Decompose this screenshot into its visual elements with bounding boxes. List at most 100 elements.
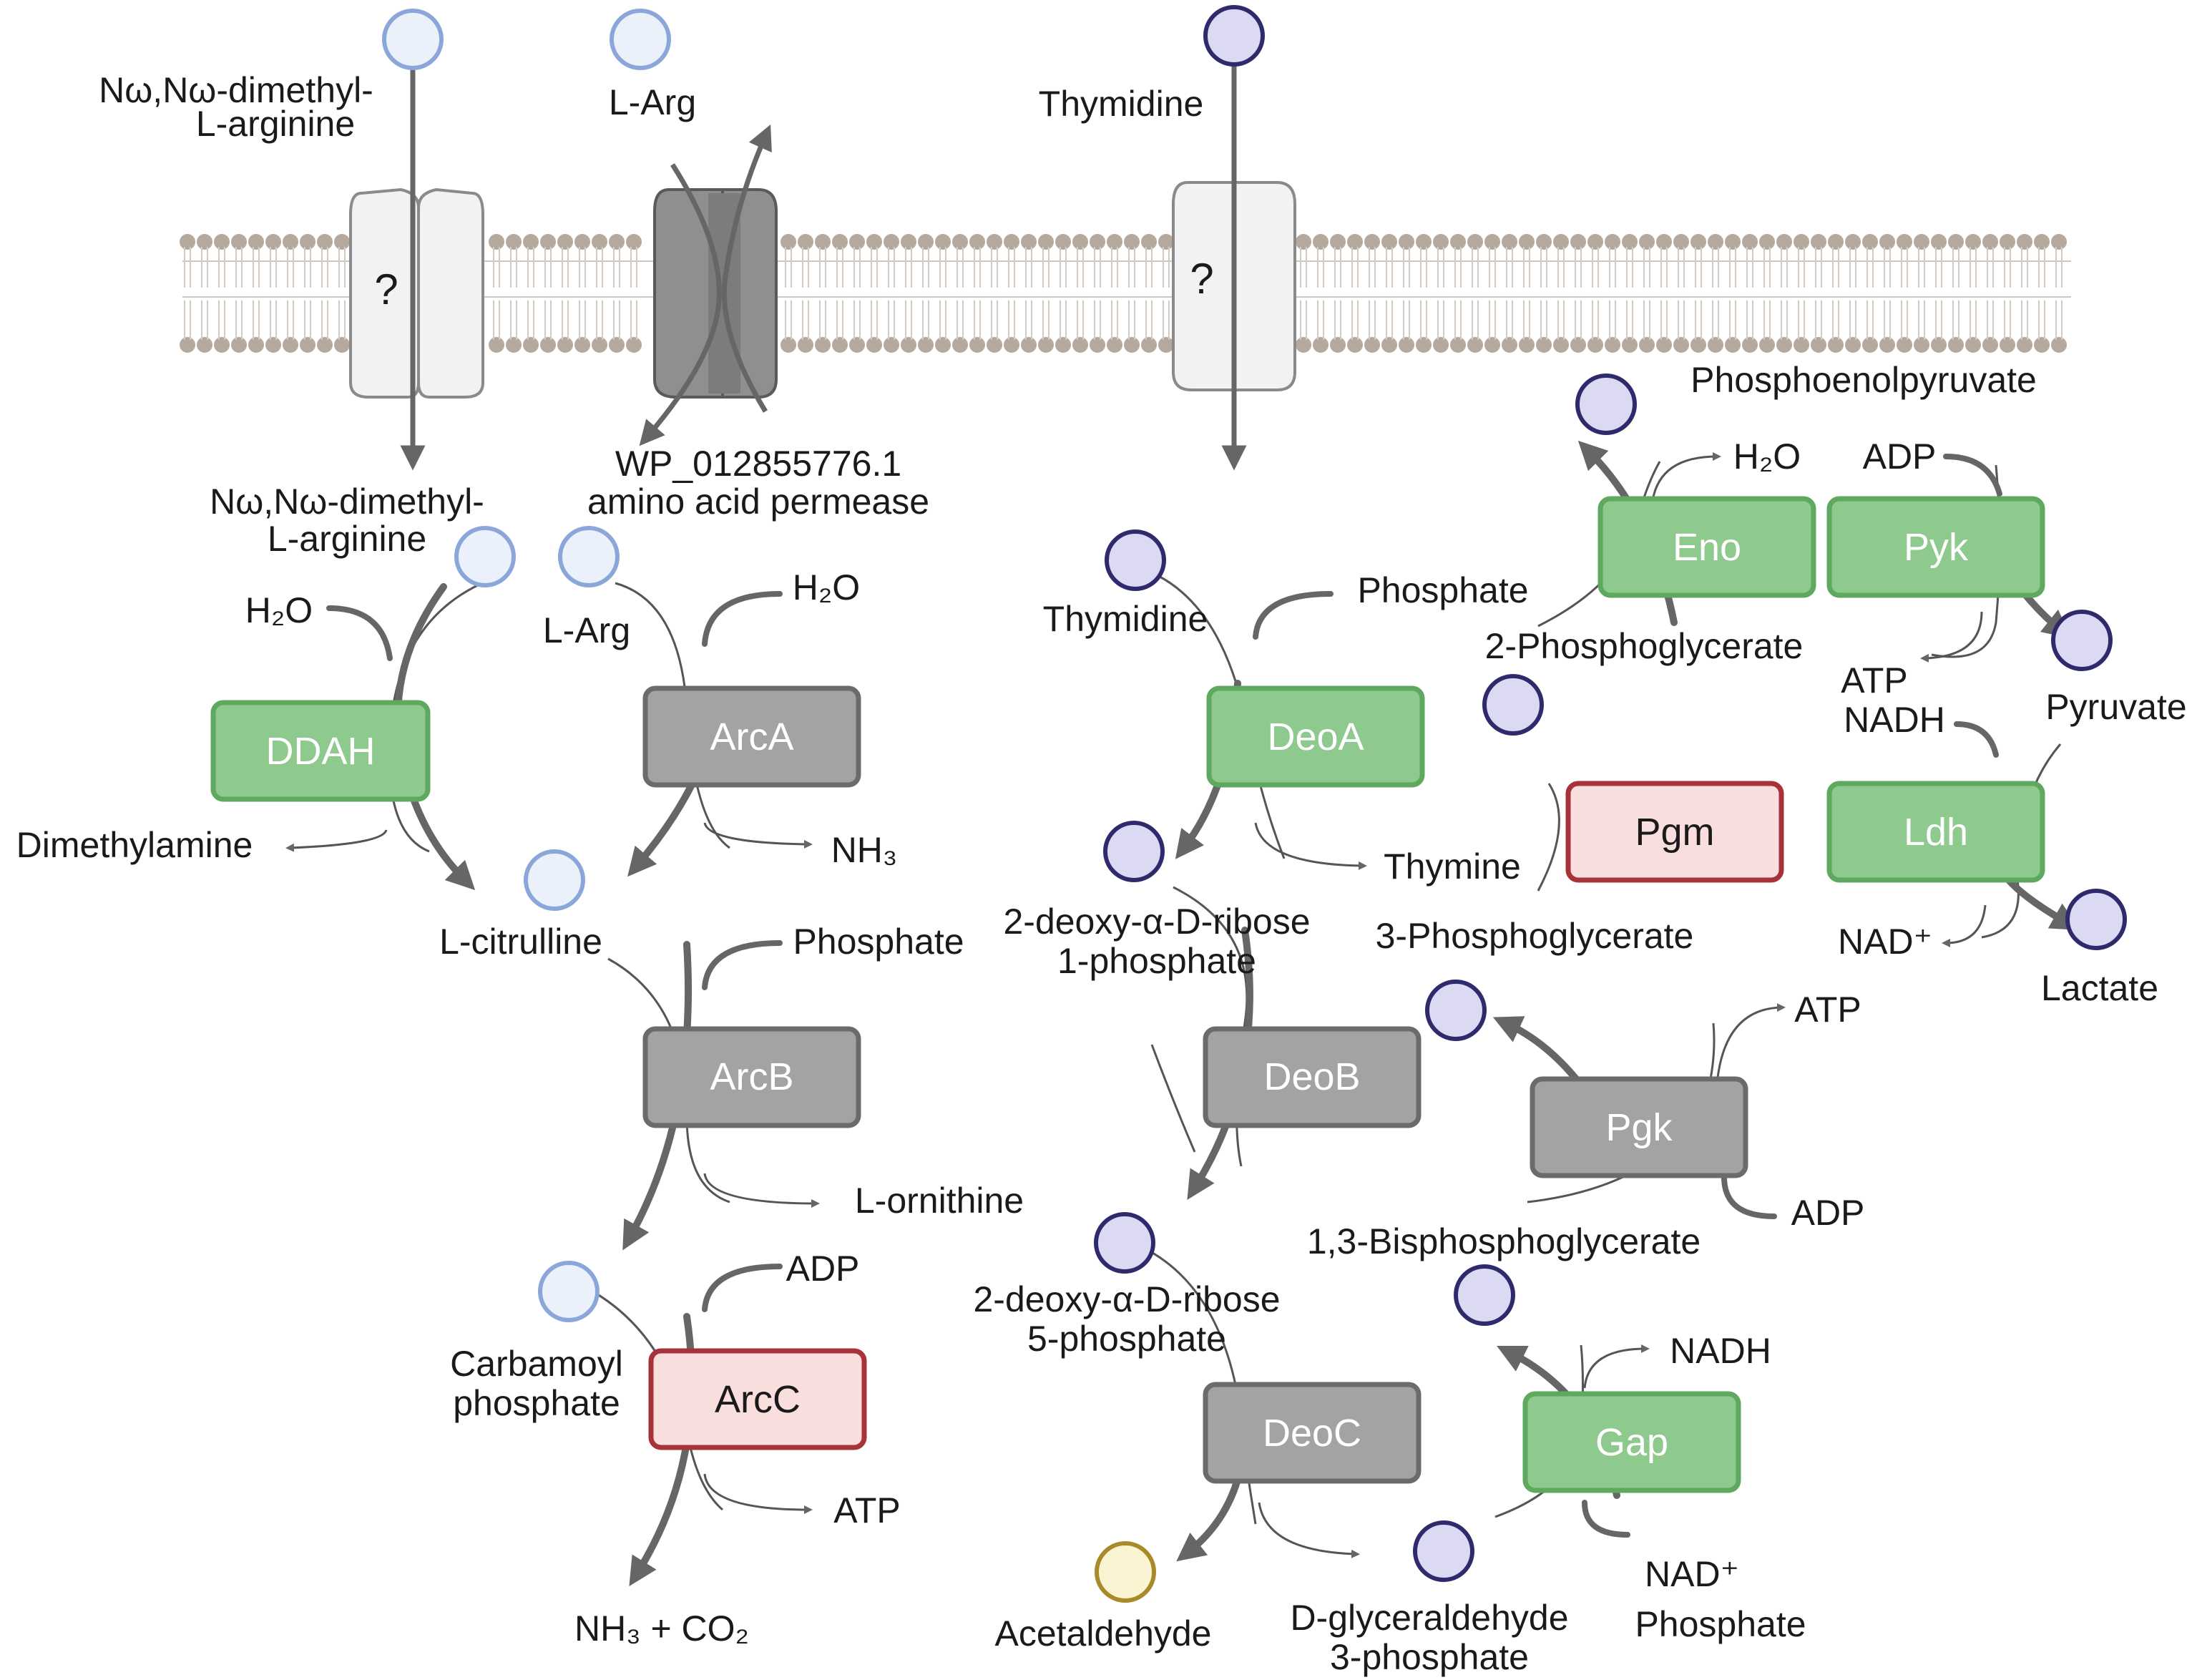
metabolite-dma-out — [382, 9, 444, 70]
lipid-head — [523, 234, 539, 250]
lipid-head — [1399, 337, 1414, 353]
label-r5p-line1: 2-deoxy-α-D-ribose — [973, 1279, 1280, 1319]
lipid-head — [300, 337, 315, 353]
label-2pg: 2-Phosphoglycerate — [1485, 626, 1804, 666]
lipid-head — [1570, 234, 1586, 250]
lipid-head — [1811, 234, 1826, 250]
lipid-head — [1673, 234, 1689, 250]
metabolite-3pg — [1425, 980, 1487, 1041]
lipid-head — [1124, 337, 1140, 353]
lipid-head — [969, 234, 985, 250]
enzyme-arcb-box — [642, 1026, 861, 1128]
lipid-head — [2034, 337, 2050, 353]
lipid-head — [1587, 337, 1603, 353]
lipid-head — [1381, 234, 1397, 250]
lipid-head — [1364, 234, 1380, 250]
lipid-head — [1690, 337, 1706, 353]
lipid-head — [1862, 234, 1878, 250]
label-nadh-gap: NADH — [1670, 1331, 1771, 1371]
lipid-head — [1914, 234, 1929, 250]
enzyme-eno-label: Eno — [1673, 526, 1741, 569]
label-atp-pyk: ATP — [1841, 660, 1908, 700]
enzyme-ddah-box — [210, 700, 431, 802]
lipid-head — [231, 234, 247, 250]
metabolite-deoxyribose-1-phosphate — [1103, 821, 1165, 882]
lipid-head — [1690, 234, 1706, 250]
lipid-head — [300, 234, 315, 250]
lipid-head — [180, 234, 195, 250]
lipid-head — [1107, 234, 1122, 250]
lipid-head — [265, 234, 281, 250]
lipid-head — [2017, 234, 2032, 250]
metabolite-g3p — [1413, 1520, 1474, 1582]
lipid-head — [815, 337, 831, 353]
lipid-head — [1141, 337, 1157, 353]
lipid-head — [283, 234, 298, 250]
lipid-head — [1536, 337, 1552, 353]
lipid-head — [1639, 337, 1655, 353]
cell-membrane — [180, 234, 2071, 353]
lipid-head — [1965, 234, 1981, 250]
lipid-head — [1605, 337, 1620, 353]
lipid-head — [866, 234, 882, 250]
metabolite-2pg — [1482, 674, 1544, 736]
lipid-head — [1502, 234, 1517, 250]
lipid-head — [1090, 234, 1105, 250]
label-thymidine-out: Thymidine — [1039, 84, 1204, 124]
lipid-head — [1897, 337, 1912, 353]
lipid-head — [1553, 234, 1569, 250]
lipid-head — [1484, 234, 1500, 250]
metabolite-arg-in — [558, 526, 620, 587]
lipid-head — [1364, 337, 1380, 353]
lipid-head — [1553, 337, 1569, 353]
label-permease-line1: WP_012855776.1 — [615, 444, 901, 484]
lipid-head — [609, 337, 625, 353]
lipid-head — [1897, 234, 1912, 250]
lipid-head — [1467, 337, 1483, 353]
lipid-head — [798, 337, 813, 353]
lipid-head — [626, 337, 642, 353]
lipid-head — [283, 337, 298, 353]
label-ornithine: L-ornithine — [855, 1181, 1024, 1221]
lipid-head — [1347, 234, 1363, 250]
enzyme-arcb-label: ArcB — [710, 1055, 793, 1098]
lipid-head — [1725, 234, 1741, 250]
lipid-head — [592, 337, 607, 353]
enzyme-deoc-box — [1203, 1382, 1422, 1484]
enzyme-pyk: Pyk — [1826, 496, 2045, 598]
lipid-head — [1381, 337, 1397, 353]
lipid-head — [2051, 337, 2067, 353]
lipid-head — [1004, 337, 1019, 353]
label-dma-in-line1: Nω,Nω-dimethyl- — [210, 482, 484, 522]
label-h2o-arca: H₂O — [793, 567, 860, 607]
label-nad-ldh: NAD⁺ — [1838, 922, 1932, 962]
lipid-head — [952, 337, 968, 353]
enzyme-eno-box — [1597, 496, 1816, 598]
lipid-head — [1965, 337, 1981, 353]
lipid-head — [1811, 337, 1826, 353]
lipid-head — [1776, 234, 1792, 250]
lipid-head — [935, 337, 951, 353]
label-r5p-line2: 5-phosphate — [1027, 1319, 1226, 1359]
unknown-transporter-dma-label: ? — [374, 265, 398, 313]
enzyme-ddah: DDAH — [210, 700, 431, 802]
lipid-head — [952, 234, 968, 250]
lipid-head — [2000, 337, 2015, 353]
enzyme-deoc-label: DeoC — [1263, 1412, 1361, 1455]
lipid-head — [987, 234, 1002, 250]
metabolite-acetaldehyde — [1095, 1541, 1156, 1603]
lipid-head — [1038, 337, 1054, 353]
label-h2o-eno: H₂O — [1733, 436, 1801, 477]
lipid-head — [626, 234, 642, 250]
enzyme-pgm: Pgm — [1565, 781, 1784, 883]
lipid-head — [1828, 337, 1844, 353]
lipid-head — [592, 234, 607, 250]
lipid-head — [2017, 337, 2032, 353]
metabolite-bpg — [1454, 1264, 1515, 1326]
label-r1p-line1: 2-deoxy-α-D-ribose — [1003, 902, 1310, 942]
lipid-head — [1330, 337, 1346, 353]
enzyme-ldh-box — [1826, 781, 2045, 883]
lipid-head — [1622, 234, 1638, 250]
lipid-head — [1296, 337, 1311, 353]
label-citrulline: L-citrulline — [439, 922, 602, 962]
